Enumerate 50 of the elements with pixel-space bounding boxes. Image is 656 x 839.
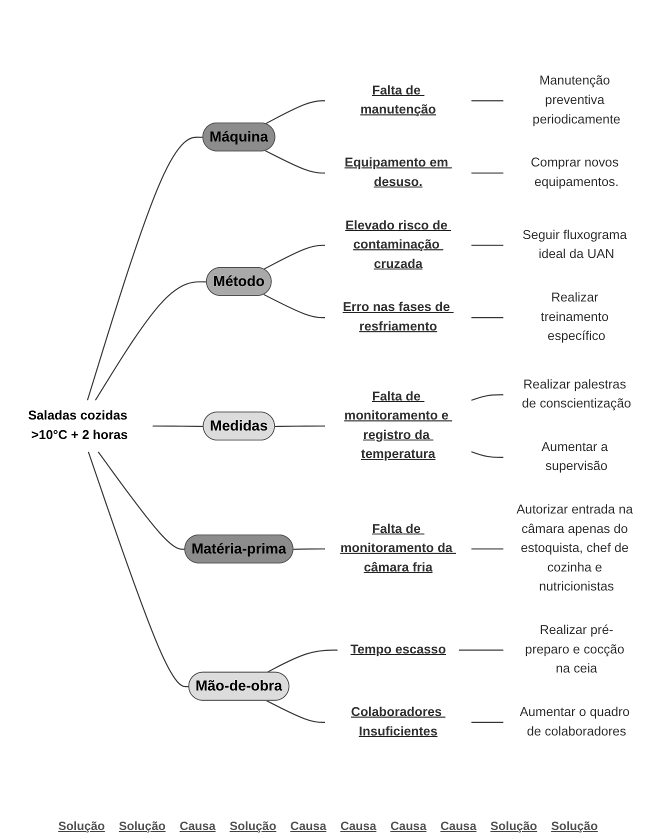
connector bbox=[265, 100, 326, 124]
branch-label: Causa bbox=[390, 819, 426, 833]
connector bbox=[264, 294, 326, 318]
connector bbox=[293, 548, 326, 550]
connector bbox=[98, 451, 186, 550]
node-text: Aumentar o quadro de colaboradores bbox=[520, 705, 630, 738]
node-text: Falta de monitoramento da câmara fria bbox=[340, 522, 452, 574]
connector bbox=[471, 172, 504, 174]
connector bbox=[471, 316, 504, 318]
connector bbox=[152, 425, 204, 427]
branch-label: Solução bbox=[551, 819, 598, 833]
connector bbox=[86, 136, 204, 400]
branch-label: Solução bbox=[58, 819, 105, 833]
connector bbox=[94, 280, 207, 400]
connector bbox=[471, 722, 504, 723]
node-text: Autorizar entrada na câmara apenas do estoquista, chef de cozinha e nutricionistas bbox=[516, 502, 633, 594]
connector bbox=[458, 649, 504, 650]
node-text: Seguir fluxograma ideal da UAN bbox=[522, 228, 627, 262]
node-text: Erro nas fases de resfriamento bbox=[342, 300, 450, 334]
connector bbox=[266, 700, 326, 723]
branch-label: Causa bbox=[340, 819, 376, 833]
node-text: Colaboradores Insuficientes bbox=[351, 705, 442, 738]
connector bbox=[471, 394, 504, 401]
node-text: Equipamento em desuso. bbox=[344, 156, 448, 189]
branch-label: Causa bbox=[440, 819, 476, 833]
connector bbox=[471, 100, 504, 102]
node-text: Manutenção preventiva periodicamente bbox=[532, 74, 620, 126]
node-text: Comprar novos equipamentos. bbox=[530, 156, 619, 189]
branch-label: Solução bbox=[230, 819, 276, 833]
connector bbox=[471, 450, 504, 458]
connector bbox=[274, 425, 326, 427]
node-text: Realizar palestras de conscientização bbox=[522, 378, 632, 411]
branch-label: Solução bbox=[490, 819, 538, 833]
connector bbox=[471, 244, 504, 246]
node-text: Realizar pré-preparo e cocção na ceia bbox=[525, 623, 624, 676]
branch-label: Solução bbox=[118, 819, 166, 833]
branch-label: Causa bbox=[290, 819, 326, 833]
node-text: Saladas cozidas >10°C + 2 horas bbox=[28, 408, 128, 442]
connector bbox=[266, 649, 338, 673]
node-text: Tempo escasso bbox=[350, 642, 446, 656]
node-text: Falta de monitoramento e registro da temperatura bbox=[344, 390, 449, 462]
node-text: Elevado risco de contaminação cruzada bbox=[345, 218, 448, 271]
connector bbox=[88, 451, 190, 687]
node-text: Aumentar a supervisão bbox=[541, 440, 608, 474]
node-text: Realizar treinamento específico bbox=[540, 290, 609, 344]
node-text: Falta de manutenção bbox=[360, 84, 436, 117]
connector bbox=[264, 244, 326, 270]
connector bbox=[471, 548, 504, 550]
connector bbox=[265, 150, 326, 174]
branch-label: Causa bbox=[180, 819, 216, 833]
